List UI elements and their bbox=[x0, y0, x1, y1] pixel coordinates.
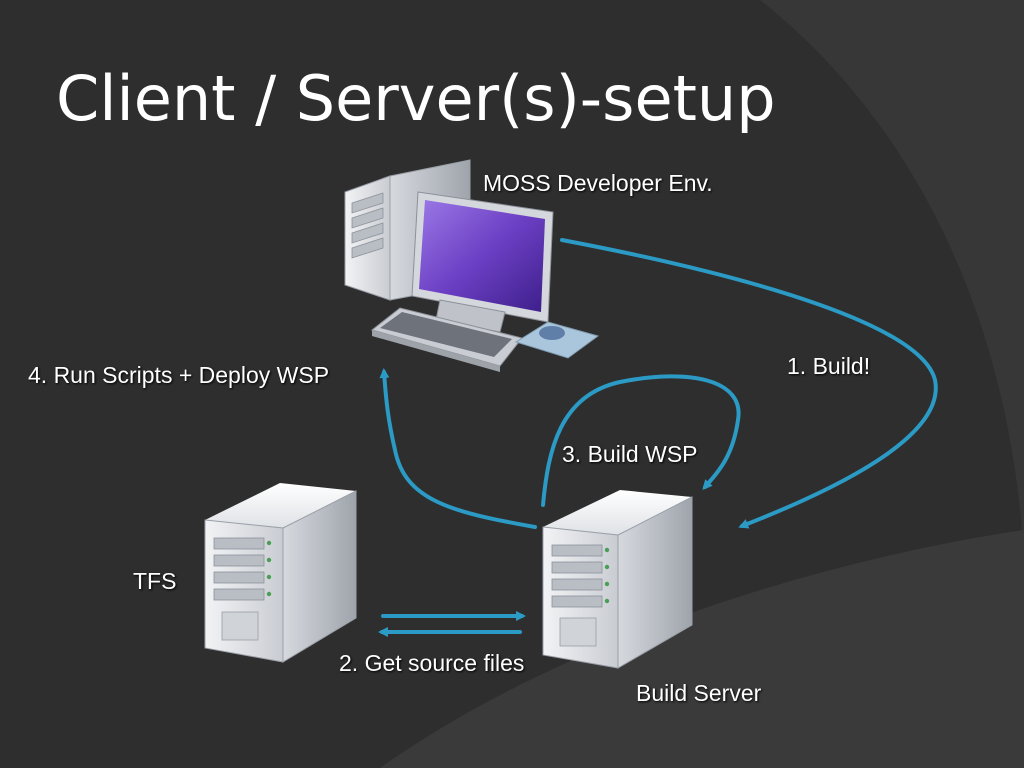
step-3-label: 3. Build WSP bbox=[562, 441, 698, 467]
tfs-server-icon bbox=[204, 483, 357, 663]
background-arc-top bbox=[760, 0, 1024, 560]
build-server-icon bbox=[542, 490, 693, 669]
step-4-label: 4. Run Scripts + Deploy WSP bbox=[28, 362, 330, 388]
developer-workstation-icon bbox=[344, 159, 600, 372]
developer-env-label: MOSS Developer Env. bbox=[483, 170, 713, 196]
arrow-deploy-wsp bbox=[379, 368, 537, 529]
background-arc-bottom bbox=[380, 530, 1024, 768]
build-server-label: Build Server bbox=[636, 680, 762, 706]
slide-title: Client / Server(s)-setup bbox=[56, 62, 776, 135]
step-1-label: 1. Build! bbox=[787, 353, 871, 379]
arrow-build-request bbox=[560, 238, 938, 529]
tfs-label: TFS bbox=[133, 568, 177, 594]
step-2-label: 2. Get source files bbox=[339, 650, 525, 676]
arrow-build-wsp-loop bbox=[541, 374, 741, 507]
